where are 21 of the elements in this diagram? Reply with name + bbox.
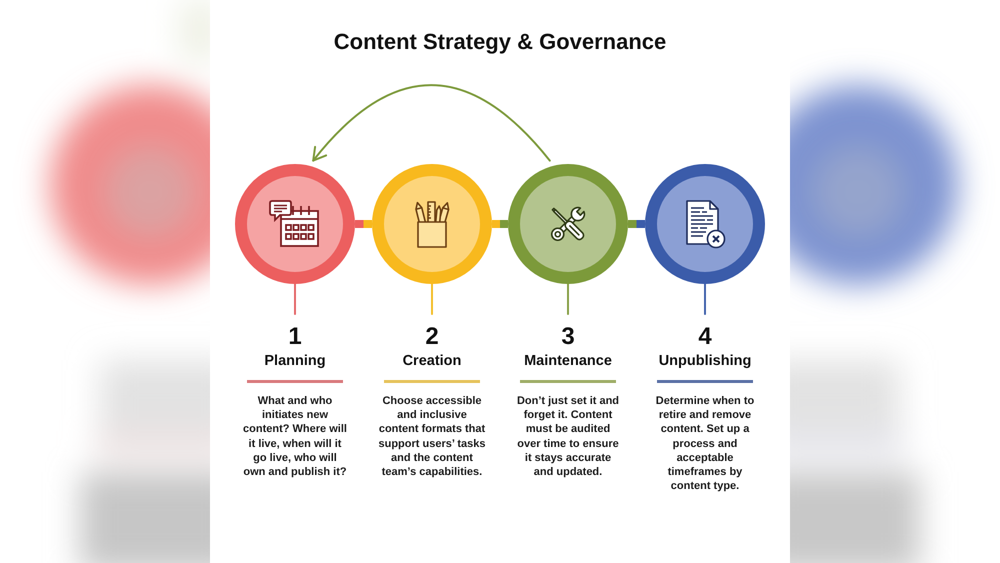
step-number: 1	[288, 324, 302, 350]
step-heading: Maintenance	[524, 352, 612, 370]
step-heading: Creation	[402, 352, 462, 370]
step-description: Choose accessible and inclusive content formats that support users’ tasks and the content team’s capabilities.	[378, 394, 486, 480]
connector-line	[567, 283, 569, 315]
connector-bar	[355, 220, 372, 228]
step-description: Determine when to retire and remove content. Set up a process and acceptable timeframes by content type.	[654, 394, 756, 494]
step-number: 3	[561, 324, 575, 350]
connector-line	[294, 283, 296, 315]
diagram-title: Content Strategy & Governance	[334, 28, 666, 56]
connector-bar	[492, 220, 508, 228]
step-description: What and who initiates new content? Where will it live, when will it go live, who will own and publish it?	[242, 394, 348, 480]
connector-line	[431, 283, 433, 315]
step-heading: Planning	[264, 352, 326, 370]
step-description: Don’t just set it and forget it. Content must be audited over time to ensure it stays accurate and updated.	[516, 394, 620, 480]
connector-bar	[628, 220, 645, 228]
step-heading: Unpublishing	[658, 352, 752, 370]
curved-arrow	[312, 84, 551, 162]
step-number: 4	[698, 324, 712, 350]
connector-line	[704, 283, 706, 315]
step-number: 2	[425, 324, 439, 350]
